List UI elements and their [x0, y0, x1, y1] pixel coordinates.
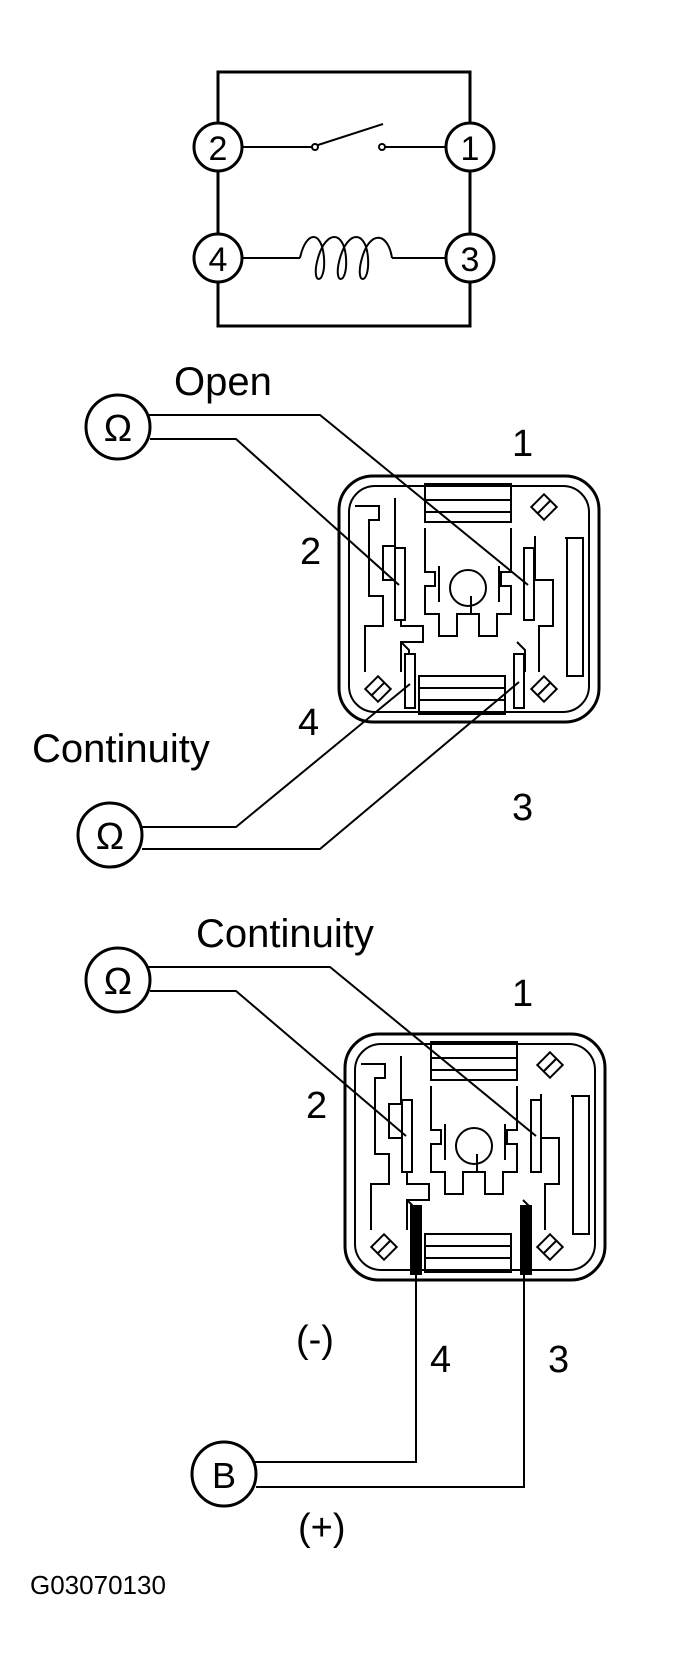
relay-schematic: 2 1 4 3 [192, 70, 496, 328]
svg-text:B: B [212, 1455, 236, 1496]
pin-label-3: 3 [548, 1339, 569, 1381]
relay-test-energized: Ω B Continuity 1 2 4 3 (-) (+) [84, 912, 607, 1549]
terminal-3-blade [513, 653, 525, 709]
svg-text:4: 4 [209, 241, 228, 279]
probe-lead-to-terminal-4 [140, 683, 411, 828]
terminal-1-blade [523, 547, 535, 621]
pin-label-1: 1 [512, 423, 533, 465]
state-label-open: Open [174, 360, 272, 404]
battery-positive-lead [256, 1274, 525, 1488]
ohmmeter-continuity-icon: Ω [76, 801, 144, 869]
figure-code: G03070130 [30, 1570, 166, 1600]
probe-lead-to-terminal-1 [148, 414, 529, 586]
schematic-frame [216, 70, 472, 328]
state-label-continuity: Continuity [32, 727, 210, 771]
pin-label-1: 1 [512, 973, 533, 1015]
svg-text:2: 2 [209, 130, 228, 168]
svg-text:3: 3 [461, 241, 480, 279]
relay-body-top [337, 474, 601, 724]
ohmmeter-energized-icon: Ω [84, 946, 152, 1014]
relay-body-bottom [343, 1032, 607, 1282]
switch-blade [317, 123, 384, 146]
terminal-2-blade [401, 1099, 413, 1173]
coil-icon [299, 236, 393, 280]
svg-text:1: 1 [461, 130, 480, 168]
pin-label-4: 4 [430, 1339, 451, 1381]
probe-lead-to-terminal-1 [148, 966, 537, 1137]
battery-negative-lead [254, 1274, 417, 1463]
state-label-continuity: Continuity [196, 912, 374, 956]
pin-label-2: 2 [300, 531, 321, 573]
polarity-negative-label: (-) [296, 1319, 334, 1361]
pin-label-3: 3 [512, 787, 533, 829]
schematic-terminal-3: 3 [444, 232, 496, 284]
switch-contact-left [311, 143, 319, 151]
terminal-3-blade [520, 1205, 532, 1275]
polarity-positive-label: (+) [298, 1507, 346, 1549]
svg-text:Ω: Ω [96, 816, 124, 858]
pin-label-4: 4 [298, 702, 319, 744]
svg-text:Ω: Ω [104, 408, 132, 450]
schematic-terminal-1: 1 [444, 121, 496, 173]
battery-icon: B [190, 1440, 258, 1508]
probe-lead-to-terminal-2 [150, 990, 407, 1137]
relay-test-deenergized: Ω Ω Open Continuity 1 2 4 3 [32, 360, 601, 869]
ohmmeter-open-icon: Ω [84, 393, 152, 461]
probe-lead-to-terminal-2 [150, 438, 400, 586]
switch-contact-right [378, 143, 386, 151]
terminal-4-blade [404, 653, 416, 709]
schematic-terminal-4: 4 [192, 232, 244, 284]
pin-label-2: 2 [306, 1085, 327, 1127]
svg-text:Ω: Ω [104, 961, 132, 1003]
probe-lead-to-terminal-3 [142, 681, 520, 850]
terminal-4-blade [410, 1205, 422, 1275]
terminal-2-blade [394, 547, 406, 621]
schematic-terminal-2: 2 [192, 121, 244, 173]
